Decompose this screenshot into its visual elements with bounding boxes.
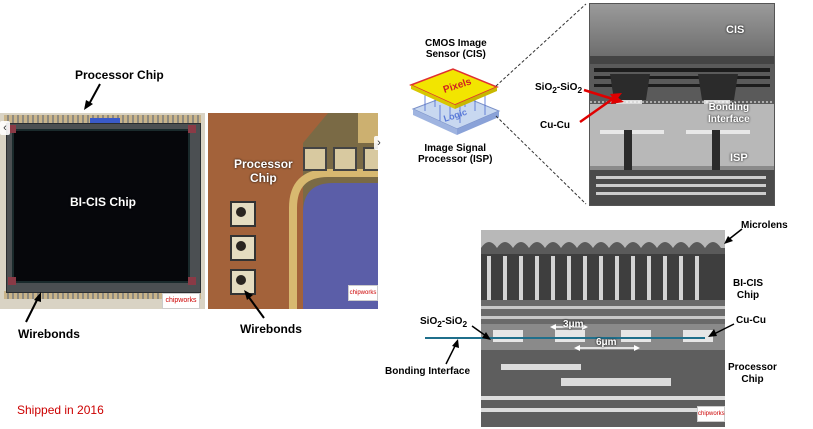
- bond-pad: [333, 147, 357, 171]
- bsio2-a: SiO: [420, 316, 438, 327]
- zoom-photo: Processor Chip chipworks: [208, 113, 378, 309]
- wirebonds-arrow-zoom: [244, 290, 265, 319]
- bonding-line1: Bonding: [708, 102, 750, 113]
- isp-label: Image Signal Processor (ISP): [418, 143, 492, 165]
- dim-3um-label: 3μm: [563, 319, 584, 330]
- sio2-a: SiO: [535, 82, 553, 93]
- cis-label-line1: CMOS Image: [425, 38, 487, 49]
- bicis-line1: BI-CIS: [733, 278, 763, 289]
- bottom-cucu-arrow: [708, 323, 735, 337]
- carousel-prev-icon[interactable]: ‹: [0, 121, 10, 135]
- bond-pad-strip-bottom: [4, 291, 201, 299]
- microlens-label: Microlens: [741, 220, 788, 231]
- packaged-chip-photo: BI-CIS Chip chipworks: [0, 113, 205, 309]
- sub-2b: 2: [577, 85, 583, 95]
- corner-mark-tl: [8, 125, 16, 133]
- carousel-next-icon-zoom[interactable]: ›: [374, 136, 384, 150]
- top-sio2-label: SiO2-SiO2: [535, 82, 582, 95]
- processor-chip-label: Processor Chip: [75, 68, 164, 82]
- bottom-sem-image: chipworks: [481, 230, 725, 427]
- dim-6um-label: 6μm: [596, 337, 617, 348]
- red-arrows: [579, 88, 624, 124]
- wirebonds-label-left: Wirebonds: [18, 327, 80, 341]
- bond-ball: [236, 241, 246, 251]
- wirebonds-arrow-left: [25, 292, 41, 323]
- bottom-sio2-label: SiO2-SiO2: [420, 316, 467, 329]
- isp-label-line2: Processor (ISP): [418, 154, 493, 165]
- cu-pads: [493, 330, 713, 342]
- bottom-bicis-label: BI-CIS Chip: [733, 278, 763, 302]
- wirebonds-label-zoom: Wirebonds: [240, 322, 302, 336]
- processor-line2: Chip: [741, 374, 764, 385]
- bond-pad: [230, 269, 256, 295]
- bsub-2b: 2: [462, 319, 468, 329]
- zoom-processor-label: Processor Chip: [234, 157, 293, 185]
- sub-2a: 2: [552, 85, 557, 95]
- sio2-b: -SiO: [556, 82, 578, 93]
- watermark-left: chipworks: [162, 293, 200, 309]
- dimension-markers: [550, 324, 640, 351]
- bsio2-b: -SiO: [441, 316, 463, 327]
- cis-label: CMOS Image Sensor (CIS): [425, 38, 487, 60]
- bsub-2a: 2: [437, 319, 442, 329]
- corner-mark-bl: [8, 277, 16, 285]
- bond-ball: [236, 275, 246, 285]
- zoom-callout-lines: [495, 3, 587, 205]
- bonding-interface-arrow: [445, 339, 459, 365]
- bonding-line2: Interface: [708, 114, 750, 125]
- zoom-processor-line2: Chip: [250, 171, 277, 185]
- top-cucu-label: Cu-Cu: [540, 120, 570, 131]
- bi-cis-chip-label: BI-CIS Chip: [70, 195, 136, 209]
- corner-mark-tr: [188, 125, 196, 133]
- shipped-note: Shipped in 2016: [17, 403, 104, 417]
- corner-mark-br: [188, 277, 196, 285]
- bonding-interface-label: Bonding Interface: [385, 366, 471, 377]
- bond-pad: [230, 201, 256, 227]
- processor-arrow: [84, 83, 101, 110]
- bond-ball: [236, 207, 246, 217]
- bond-pad: [363, 147, 378, 171]
- microlens-row: [481, 242, 725, 254]
- isp-label-line1: Image Signal: [424, 143, 487, 154]
- watermark-zoom: chipworks: [348, 285, 378, 301]
- bicis-line2: Chip: [736, 290, 760, 301]
- bond-interface-line: [425, 337, 705, 339]
- top-sem-image: CIS Bonding Interface ISP: [589, 3, 775, 206]
- top-sem-cis-label: CIS: [726, 24, 745, 36]
- processor-line1: Processor: [728, 362, 777, 373]
- cis-label-line2: Sensor (CIS): [425, 49, 486, 60]
- top-sem-bonding-label: Bonding Interface: [708, 102, 750, 126]
- bottom-cucu-label: Cu-Cu: [736, 315, 766, 326]
- zoom-processor-line1: Processor: [234, 157, 293, 171]
- stack-schematic: Pixels Logic: [409, 68, 501, 135]
- bottom-processor-label: Processor Chip: [728, 362, 777, 386]
- top-sem-isp-label: ISP: [730, 152, 748, 164]
- bond-pad: [303, 147, 327, 171]
- top-strip-blue: [90, 118, 120, 123]
- bottom-sio2-arrow: [471, 325, 491, 340]
- microlens-arrow: [724, 228, 743, 244]
- watermark-bottom: chipworks: [697, 406, 725, 422]
- bi-cis-die: [12, 129, 190, 283]
